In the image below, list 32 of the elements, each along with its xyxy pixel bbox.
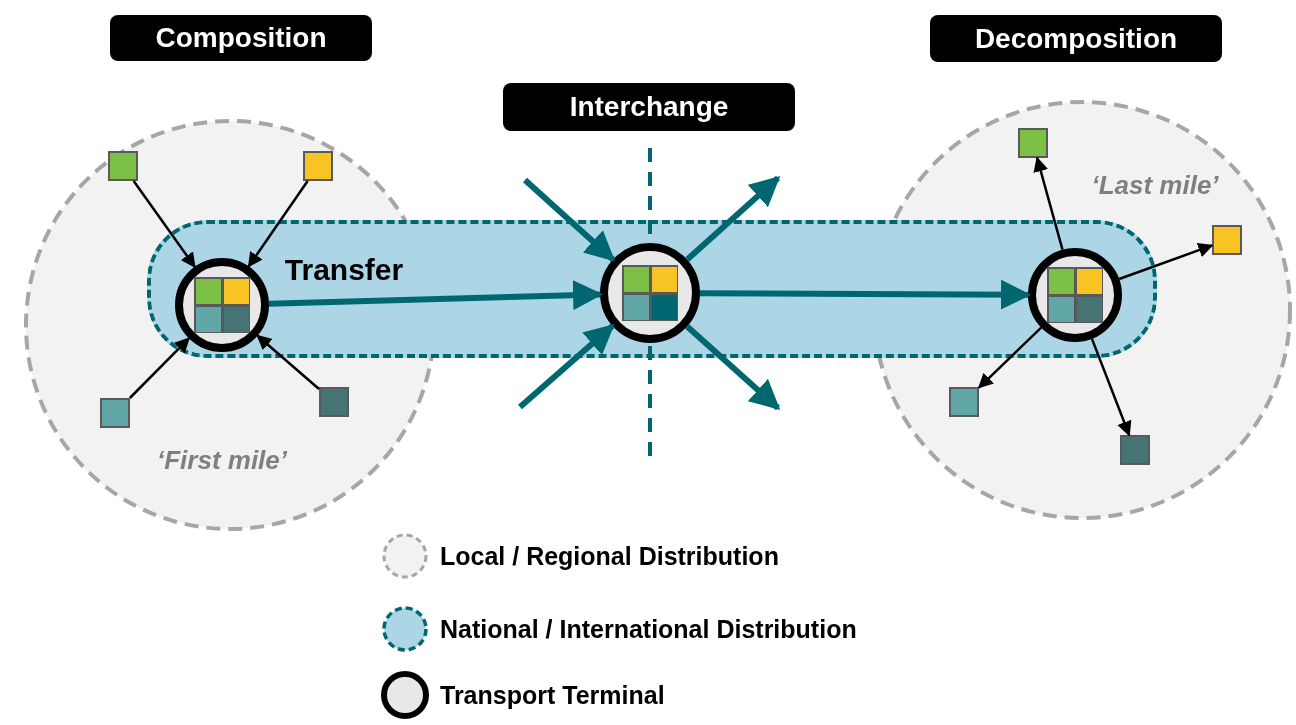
arrow	[132, 180, 196, 268]
arrow	[685, 324, 781, 411]
arrow	[523, 177, 616, 262]
arrow	[1118, 242, 1214, 281]
arrow	[247, 180, 309, 268]
heading-tag: Composition	[110, 15, 372, 61]
arrow	[685, 175, 781, 262]
cargo-box	[1212, 225, 1242, 255]
local-distribution-area	[24, 119, 436, 531]
cargo-box	[1018, 128, 1048, 158]
arrow	[700, 279, 1031, 310]
arrow	[268, 280, 603, 311]
arrow	[1033, 156, 1064, 251]
legend-text: Transport Terminal	[440, 680, 665, 710]
arrow	[518, 323, 615, 410]
cargo-box	[949, 387, 979, 417]
legend-text: National / International Distribution	[440, 614, 857, 644]
cargo-box	[1120, 435, 1150, 465]
heading-tag: Interchange	[503, 83, 795, 131]
cargo-box	[303, 151, 333, 181]
cargo-box	[319, 387, 349, 417]
arrow	[977, 326, 1043, 389]
flow-label: Transfer	[284, 253, 404, 287]
area-label: ‘First mile’	[157, 444, 287, 476]
arrow	[1090, 338, 1132, 437]
cargo-box	[108, 151, 138, 181]
cargo-box	[100, 398, 130, 428]
heading-tag: Decomposition	[930, 15, 1222, 62]
legend-text: Local / Regional Distribution	[440, 541, 779, 571]
arrow	[128, 337, 190, 399]
area-label: ‘Last mile’	[1091, 169, 1219, 201]
arrow	[256, 334, 320, 390]
